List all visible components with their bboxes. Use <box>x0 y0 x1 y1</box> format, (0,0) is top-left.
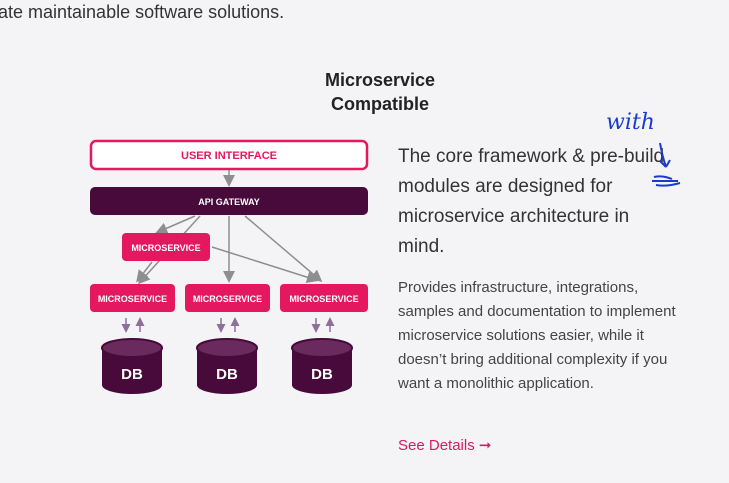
see-details-label: See Details <box>398 437 475 454</box>
handwritten-annotation: with <box>606 110 681 187</box>
microservice-mid-box: MICROSERVICE <box>122 233 210 261</box>
database-label-1: DB <box>121 366 143 383</box>
api-gateway-box: API GATEWAY <box>90 187 368 215</box>
user-interface-label: USER INTERFACE <box>181 150 277 162</box>
database-label-3: DB <box>311 366 333 383</box>
microservice-box-3: MICROSERVICE <box>280 284 368 312</box>
microservice-mid-label: MICROSERVICE <box>131 243 200 253</box>
architecture-diagram: USER INTERFACE API GATEWAY MICROSERVICE … <box>89 139 369 394</box>
intro-text: ate maintainable software solutions. <box>0 2 285 22</box>
handwritten-word: with <box>606 110 655 135</box>
description-paragraph: Provides infrastructure, integrations, s… <box>398 279 676 392</box>
database-icon-3: DB <box>291 338 353 394</box>
section-title-line1: Microservice <box>324 70 436 90</box>
section-title-line2: Compatible <box>330 94 429 114</box>
arrow-right-icon: ➞ <box>478 437 492 454</box>
database-icon-2: DB <box>196 338 258 394</box>
user-interface-box: USER INTERFACE <box>89 139 369 171</box>
microservice-box-2: MICROSERVICE <box>185 284 270 312</box>
see-details-link[interactable]: See Details ➞ <box>398 436 491 454</box>
db-sync-arrows <box>121 317 335 333</box>
database-icon-1: DB <box>101 338 163 394</box>
section-title: Microservice Compatible <box>300 68 460 116</box>
api-gateway-label: API GATEWAY <box>198 197 260 207</box>
microservice-label-3: MICROSERVICE <box>289 294 358 304</box>
lead-paragraph: The core framework & pre-build modules a… <box>398 146 665 257</box>
microservice-box-1: MICROSERVICE <box>90 284 175 312</box>
microservice-label-2: MICROSERVICE <box>193 294 262 304</box>
microservice-label-1: MICROSERVICE <box>98 294 167 304</box>
database-label-2: DB <box>216 366 238 383</box>
